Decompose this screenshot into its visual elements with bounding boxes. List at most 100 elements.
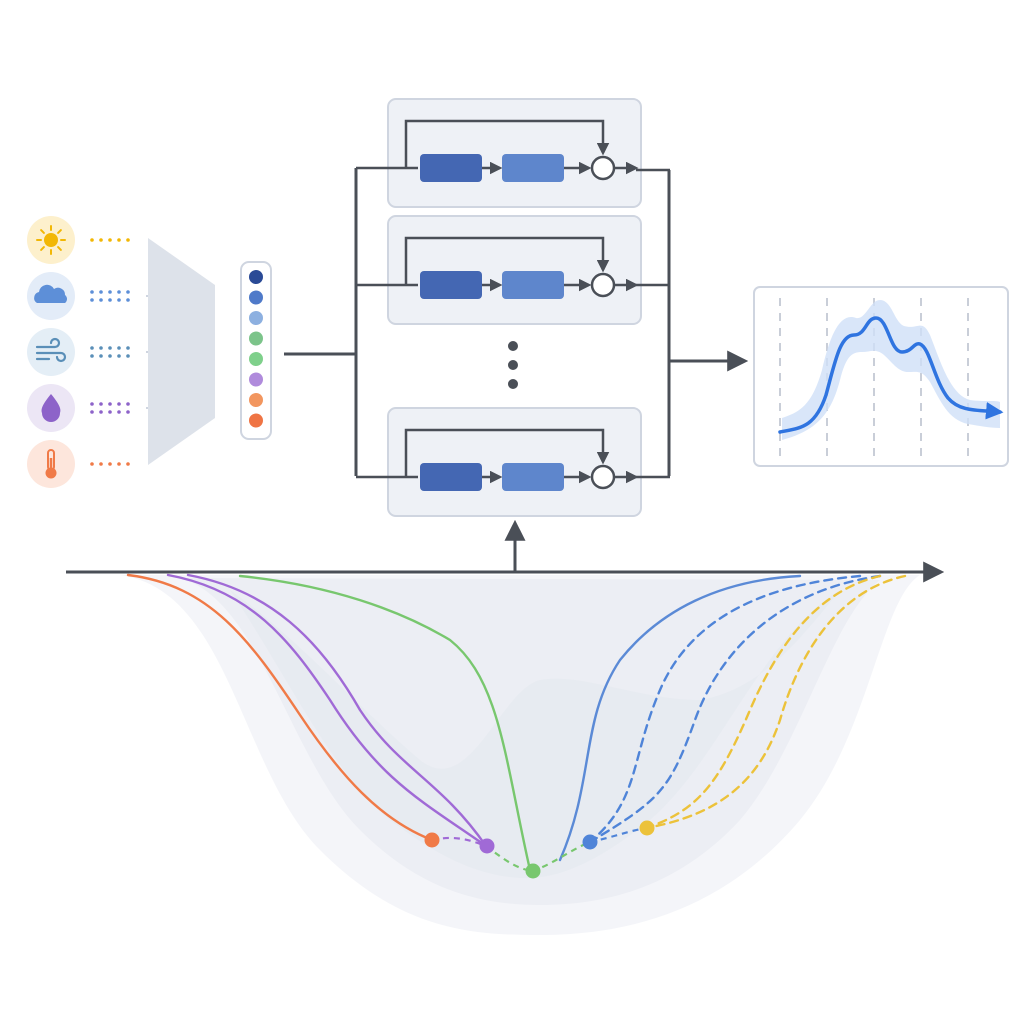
trail-dot — [117, 238, 121, 242]
input-dot-trail — [90, 290, 130, 302]
trail-dot — [108, 354, 112, 358]
trail-dot — [117, 402, 121, 406]
trail-dot — [90, 346, 94, 350]
input-dot-trail — [90, 402, 130, 414]
trajectory-endpoint — [424, 832, 440, 848]
trail-dot — [99, 410, 103, 414]
input-wind — [27, 328, 156, 376]
residual-block-2 — [356, 215, 670, 325]
trail-dot — [99, 402, 103, 406]
trajectory-endpoint — [639, 820, 655, 836]
trail-dot — [126, 354, 130, 358]
droplet-icon — [41, 394, 61, 422]
embedding-cell — [249, 331, 263, 346]
trail-dot — [126, 346, 130, 350]
trajectory-endpoint — [525, 863, 541, 879]
embedding-vector — [240, 261, 272, 440]
ellipsis-dot — [508, 379, 518, 389]
loss-valley — [120, 575, 920, 935]
layer-two — [502, 271, 564, 299]
residual-block-1 — [356, 98, 670, 208]
skip-connection — [404, 428, 610, 477]
trail-dot — [117, 346, 121, 350]
input-dot-trail — [90, 238, 130, 242]
chart-forecast-line — [778, 316, 1004, 434]
valley-inner — [230, 590, 840, 879]
trajectory-endpoint — [582, 834, 598, 850]
trajectory-path — [558, 574, 802, 862]
trail-dot — [108, 290, 112, 294]
trajectory-path — [186, 573, 488, 848]
trail-dot — [108, 462, 112, 466]
trajectory-path — [644, 574, 907, 830]
input-sun — [27, 216, 130, 264]
trajectory-path — [166, 573, 488, 848]
embedding-cell — [249, 270, 263, 284]
trail-dot — [99, 462, 103, 466]
embedding-cell — [249, 372, 263, 387]
layer-one — [420, 154, 482, 182]
output-forecast-chart — [753, 286, 1009, 467]
trail-dot — [99, 354, 103, 358]
trail-dot — [108, 410, 112, 414]
trail-dot — [108, 402, 112, 406]
layer-one — [420, 463, 482, 491]
layer-two — [502, 154, 564, 182]
trail-dot — [108, 298, 112, 302]
trail-dot — [126, 238, 130, 242]
thermometer-icon — [45, 449, 57, 479]
trail-dot — [126, 410, 130, 414]
trail-dot — [108, 346, 112, 350]
sum-node — [590, 272, 616, 298]
layer-one — [420, 271, 482, 299]
trajectory-path — [588, 574, 862, 844]
input-variables — [27, 216, 156, 488]
trail-dot — [99, 346, 103, 350]
ellipsis-dot — [508, 341, 518, 351]
input-dot-trail — [90, 346, 130, 358]
trail-dot — [99, 290, 103, 294]
trail-dot — [117, 410, 121, 414]
trail-dot — [108, 238, 112, 242]
embedding-cell — [249, 352, 263, 366]
encoder-funnel — [148, 238, 215, 465]
input-dot-trail — [90, 462, 130, 466]
trajectory-path — [644, 574, 882, 830]
trail-dot — [126, 290, 130, 294]
chart-uncertainty-band — [782, 300, 1000, 440]
cloud-icon — [34, 284, 68, 303]
sum-node — [590, 464, 616, 490]
trail-dot — [90, 238, 94, 242]
layer-two — [502, 463, 564, 491]
trail-dot — [90, 290, 94, 294]
skip-connection — [404, 236, 610, 285]
embedding-cell — [249, 290, 263, 305]
trajectory-endpoint — [479, 838, 495, 854]
input-cloud — [27, 272, 156, 320]
ellipsis-dots — [508, 341, 518, 389]
sun-icon — [36, 225, 66, 255]
trail-dot — [117, 290, 121, 294]
training-trajectories — [126, 573, 907, 879]
trail-dot — [90, 462, 94, 466]
skip-connection — [404, 119, 610, 168]
trail-dot — [126, 462, 130, 466]
wind-icon — [35, 337, 67, 363]
embedding-cell — [249, 311, 263, 325]
embedding-cell — [249, 413, 263, 428]
trail-dot — [90, 298, 94, 302]
trail-dot — [90, 410, 94, 414]
trajectory-path — [588, 574, 882, 844]
input-droplet — [27, 384, 156, 432]
trail-dot — [99, 238, 103, 242]
trail-dot — [99, 298, 103, 302]
trail-dot — [90, 402, 94, 406]
embedding-cell — [249, 393, 263, 407]
trail-dot — [117, 462, 121, 466]
embedding-frame — [240, 261, 272, 440]
trail-dot — [126, 402, 130, 406]
trajectory-path — [126, 573, 434, 842]
sum-node — [590, 155, 616, 181]
residual-block-n — [356, 407, 670, 517]
